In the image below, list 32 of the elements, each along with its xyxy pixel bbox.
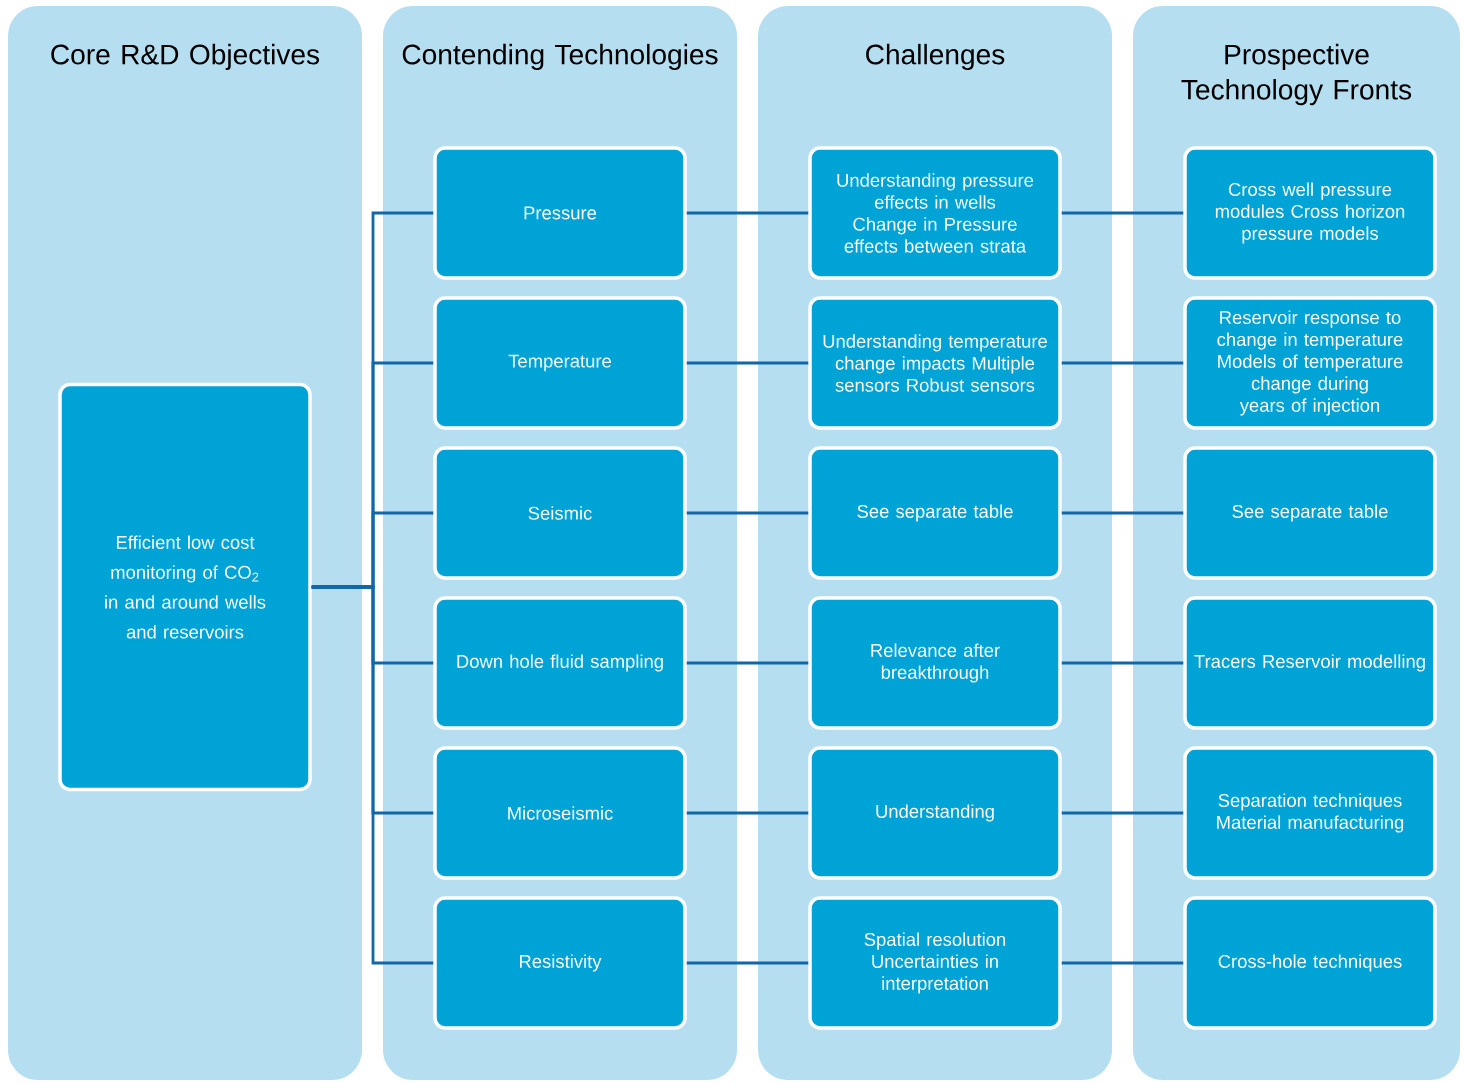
connector-line <box>686 811 809 815</box>
process-box: Understanding pressure effects in wells Change in Pressure effects between strata <box>808 146 1062 280</box>
process-box: Understanding <box>808 746 1062 880</box>
connector-line <box>1061 361 1184 365</box>
connector-line <box>1061 811 1184 815</box>
connector-line <box>686 361 809 365</box>
connector-line <box>686 661 809 665</box>
connector-line <box>686 511 809 515</box>
connector-line <box>1061 511 1184 515</box>
process-box: Separation techniques Material manufacturing <box>1183 746 1437 880</box>
connector-line <box>1061 211 1184 215</box>
process-box: See separate table <box>808 446 1062 580</box>
process-box: See separate table <box>1183 446 1437 580</box>
process-box: Microseismic <box>433 746 687 880</box>
process-box: Spatial resolution Uncertainties in interpretation <box>808 896 1062 1030</box>
process-box: Resistivity <box>433 896 687 1030</box>
process-box: Seismic <box>433 446 687 580</box>
connector-line <box>1061 961 1184 965</box>
connector-line <box>686 961 809 965</box>
process-box: Down hole fluid sampling <box>433 596 687 730</box>
process-box: Pressure <box>433 146 687 280</box>
connector-line <box>1061 661 1184 665</box>
process-box: Relevance after breakthrough <box>808 596 1062 730</box>
process-box: Tracers Reservoir modelling <box>1183 596 1437 730</box>
connector-line <box>686 211 809 215</box>
process-box: Efficient low cost monitoring of CO$_{2}$ in and around wells and reservoirs <box>58 382 312 792</box>
connector-line <box>311 585 434 965</box>
process-box: Cross-hole techniques <box>1183 896 1437 1030</box>
process-box: Understanding temperature change impacts Multiple sensors Robust sensors <box>808 296 1062 430</box>
process-box: Cross well pressure modules Cross horizon pressure models <box>1183 146 1437 280</box>
process-box: Reservoir response to change in temperature Models of temperature change during years of injection <box>1183 296 1437 430</box>
process-box: Temperature <box>433 296 687 430</box>
